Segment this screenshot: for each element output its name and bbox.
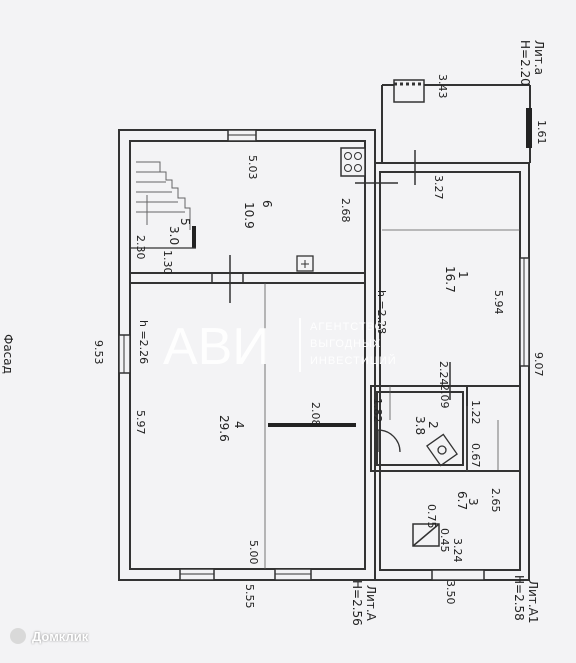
lit-a1-name: Лит.А1 <box>526 580 540 623</box>
watermark-logo: АВИ АГЕНТСТВО ВЫГОДНЫХ ИНВЕСТИЦИЙ <box>163 318 397 376</box>
lit-a0-name: Лит.а <box>532 40 546 75</box>
stairs <box>136 161 191 230</box>
dim-3-24: 3.24 <box>451 538 464 563</box>
watermark-big: АВИ <box>163 318 270 376</box>
dim-2-30: 2.30 <box>134 235 147 260</box>
domclick-logo-icon <box>10 628 26 644</box>
dim-1-61: 1.61 <box>535 120 548 145</box>
dim-0-75: 0.75 <box>425 504 438 529</box>
dim-2-09: 2.09 <box>438 384 451 409</box>
dim-9-53: 9.53 <box>92 340 105 365</box>
room-2-number: 2 <box>426 421 440 429</box>
dim-0-45: 0.45 <box>438 528 451 553</box>
room-3-area: 6.7 <box>455 491 469 510</box>
dim-2-65: 2.65 <box>489 488 502 513</box>
stair-rail <box>192 226 196 248</box>
dimension-lines <box>264 229 520 569</box>
room-6-area: 10.9 <box>242 202 256 229</box>
dim-3-27: 3.27 <box>432 175 445 200</box>
room-3-number: 3 <box>466 498 480 506</box>
watermark-line-1: АГЕНТСТВО <box>310 321 384 333</box>
room-5-number: 5 <box>178 218 192 226</box>
dim-3-50: 3.50 <box>444 580 457 605</box>
dim-5-97: 5.97 <box>134 410 147 435</box>
dim-2-68: 2.68 <box>339 198 352 223</box>
room-6-number: 6 <box>260 200 274 208</box>
domclick-credit: Домклик <box>10 628 88 644</box>
dim-5-94: 5.94 <box>492 290 505 315</box>
room-4-number: 4 <box>232 421 246 429</box>
dim-5-55: 5.55 <box>243 584 256 609</box>
room-2-area: 3.8 <box>413 416 427 435</box>
height-lit-a: h =2.26 <box>137 320 150 364</box>
lit-a-height: Н=2.56 <box>350 580 364 626</box>
height-lit-a1: h =2.28 <box>375 290 388 334</box>
lit-a1-height: Н=2.58 <box>512 575 526 621</box>
dim-0-67: 0.67 <box>469 443 482 468</box>
room-1-area: 16.7 <box>443 266 457 293</box>
lit-a0-height: Н=2.20 <box>518 40 532 86</box>
room-1-number: 1 <box>456 271 470 279</box>
dim-2-24: 2.24 <box>437 361 450 386</box>
watermark-line-3: ИНВЕСТИЦИЙ <box>310 354 397 367</box>
lit-a-name: Лит.А <box>364 585 378 622</box>
boiler-icon <box>296 255 314 272</box>
dim-5-00: 5.00 <box>247 540 260 565</box>
doors <box>211 150 451 400</box>
stove-icon <box>340 147 366 177</box>
dim-3-43: 3.43 <box>436 74 449 99</box>
dim-5-03: 5.03 <box>246 155 259 180</box>
room-4-area: 29.6 <box>217 415 231 442</box>
dim-1-82: 1.82 <box>371 398 384 423</box>
dim-1-30: 1.30 <box>161 250 174 275</box>
dim-9-07: 9.07 <box>532 352 545 377</box>
sink-icon <box>412 523 440 547</box>
facade-label: Фасад <box>1 334 15 374</box>
domclick-credit-text: Домклик <box>32 628 89 644</box>
watermark-line-2: ВЫГОДНЫХ <box>310 338 381 350</box>
porch-post <box>526 108 532 148</box>
dim-1-22: 1.22 <box>469 400 482 425</box>
bathroom-fixtures-icon <box>377 429 458 467</box>
room-5-area: 3.0 <box>167 226 181 245</box>
room4-partition <box>268 423 356 427</box>
window-right-bottom <box>431 569 485 581</box>
dim-2-08: 2.08 <box>309 402 322 427</box>
